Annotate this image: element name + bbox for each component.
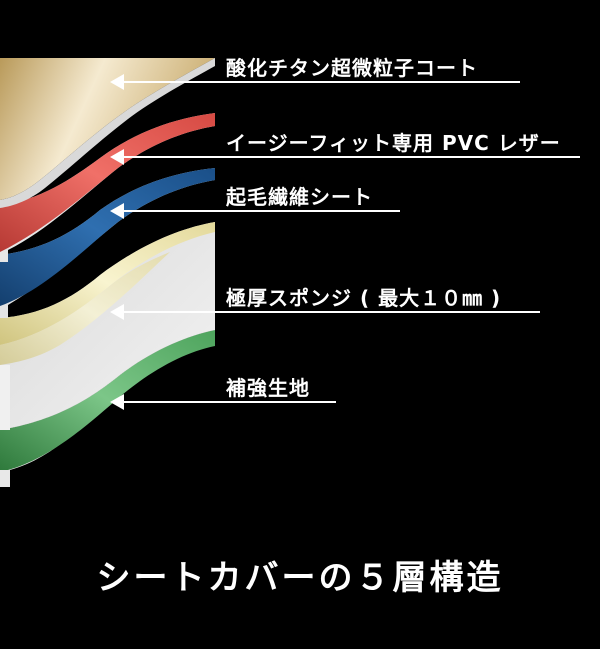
leader-line-4 — [110, 304, 540, 320]
layer-titanium-coat — [0, 58, 215, 208]
layer-label-3: 起毛繊維シート — [226, 185, 373, 209]
layer-label-5: 補強生地 — [226, 376, 310, 400]
layer-label-1: 酸化チタン超微粒子コート — [226, 56, 478, 80]
layer-fiber-sheet — [0, 168, 215, 318]
layer-label-4: 極厚スポンジ ( 最大１０㎜ ) — [226, 286, 502, 310]
arrow-left-icon — [110, 149, 124, 165]
layer-label-2: イージーフィット専用 PVC レザー — [226, 131, 561, 155]
leader-line-5 — [110, 394, 336, 410]
diagram-caption: シートカバーの５層構造 — [96, 558, 504, 598]
leader-line-1 — [110, 74, 520, 90]
arrow-left-icon — [110, 304, 124, 320]
leader-line-2 — [110, 149, 580, 165]
arrow-left-icon — [110, 394, 124, 410]
arrow-left-icon — [110, 74, 124, 90]
layer-reinforcement-fabric — [0, 330, 215, 487]
layer-thick-sponge — [0, 222, 215, 430]
arrow-left-icon — [110, 203, 124, 219]
layer-pvc-leather — [0, 113, 215, 262]
leader-line-3 — [110, 203, 400, 219]
